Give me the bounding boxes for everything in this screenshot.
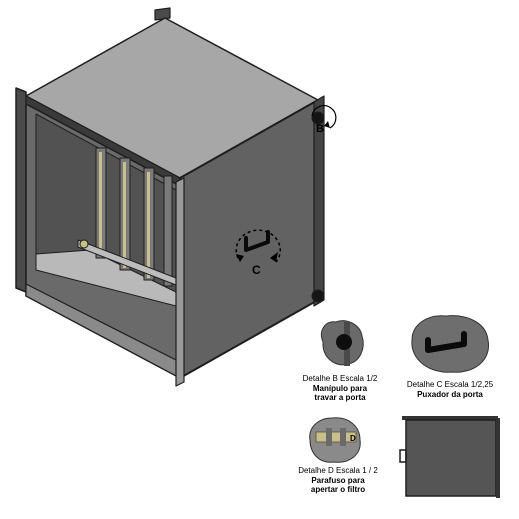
back-flange-top — [154, 7, 171, 21]
front-view-panel — [405, 419, 497, 497]
detail-b-line1: Manípulo para — [312, 383, 368, 393]
filter-pleat-1 — [99, 152, 102, 256]
rod-bolt — [79, 239, 89, 249]
detail-c-caption: Detalhe C Escala 1/2,25 Puxador da porta — [404, 380, 496, 399]
right-flange — [313, 95, 325, 307]
lock-knob-bottom — [311, 289, 325, 303]
callout-b-label: B — [316, 123, 324, 135]
callout-c: C — [235, 229, 281, 277]
detail-b-title: Detalhe B Escala 1/2 — [302, 374, 378, 383]
housing-isometric — [15, 7, 325, 387]
filter-frame-4 — [163, 175, 173, 287]
callout-d-label: D — [350, 434, 356, 443]
detail-b-knob — [336, 334, 352, 350]
detail-d-caption: Detalhe D Escala 1 / 2 Parafuso para ape… — [296, 466, 380, 495]
detail-c-line1: Puxador da porta — [417, 389, 483, 399]
detail-d-title: Detalhe D Escala 1 / 2 — [298, 466, 378, 475]
detail-b-view — [321, 320, 364, 366]
detail-c-handle-icon — [425, 331, 467, 353]
door-handle-icon — [244, 230, 270, 252]
detail-c-title: Detalhe C Escala 1/2,25 — [406, 380, 494, 389]
filter-cartridges — [77, 147, 177, 287]
door-edge — [175, 177, 185, 387]
detail-b-caption: Detalhe B Escala 1/2 Manípulo para trava… — [300, 374, 380, 403]
filter-pleat-3 — [147, 172, 150, 278]
detail-d-line1: Parafuso para — [311, 475, 365, 485]
detail-d-view: D — [309, 417, 361, 463]
detail-d-line2: apertar o filtro — [310, 485, 366, 494]
detail-c-view — [411, 315, 490, 373]
callout-b: B — [311, 105, 337, 135]
detail-b-line2: travar a porta — [314, 393, 366, 402]
callout-c-label: C — [252, 263, 261, 277]
lock-knob-top — [311, 111, 325, 125]
front-view — [399, 416, 500, 498]
filter-pleat-2 — [123, 162, 126, 268]
back-flange — [15, 87, 27, 293]
